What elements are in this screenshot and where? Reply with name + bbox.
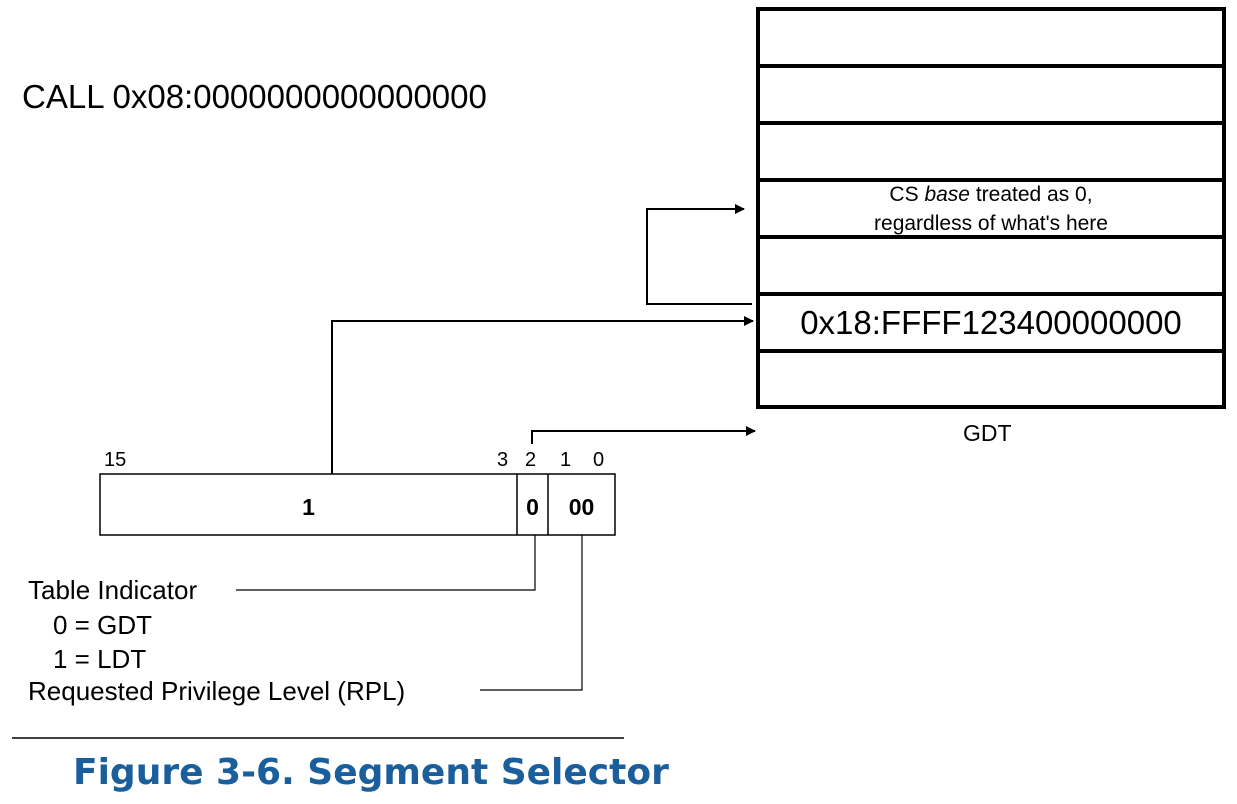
selector-ti-value: 0: [526, 494, 539, 520]
gdt-entry-value: 0x18:FFFF123400000000: [800, 304, 1182, 341]
gdt-label: GDT: [963, 420, 1012, 446]
bit-label-2: 2: [525, 449, 537, 471]
cs-note-line2: regardless of what's here: [874, 212, 1108, 235]
gdt-table: [756, 7, 1226, 409]
call-instruction: CALL 0x08:0000000000000000: [22, 78, 487, 115]
cs-base-note: CS base treated as 0, regardless of what…: [760, 180, 1222, 238]
ti-legend-ldt: 1 = LDT: [53, 644, 147, 674]
cs-note-line1-rest: treated as 0,: [969, 183, 1093, 206]
bit-label-3: 3: [497, 449, 509, 471]
bit-label-1: 1: [560, 449, 572, 471]
ti-arrow: [531, 426, 756, 444]
selector-index-value: 1: [302, 494, 315, 520]
cs-base-loop-arrow: [646, 204, 752, 305]
index-arrow: [331, 316, 754, 474]
cs-note-italic: base: [924, 183, 970, 206]
rpl-leader-line: [480, 535, 583, 691]
selector-rpl-value: 00: [568, 494, 595, 520]
bit-label-0: 0: [593, 449, 605, 471]
figure-caption: Figure 3-6. Segment Selector: [73, 752, 669, 793]
ti-legend-title: Table Indicator: [28, 575, 198, 605]
ti-leader-line: [236, 535, 536, 591]
segment-selector-box: [99, 473, 616, 536]
bit-label-15: 15: [104, 449, 127, 471]
cs-note-prefix: CS: [889, 183, 925, 206]
ti-legend-gdt: 0 = GDT: [53, 610, 152, 640]
rpl-legend-title: Requested Privilege Level (RPL): [28, 676, 406, 706]
